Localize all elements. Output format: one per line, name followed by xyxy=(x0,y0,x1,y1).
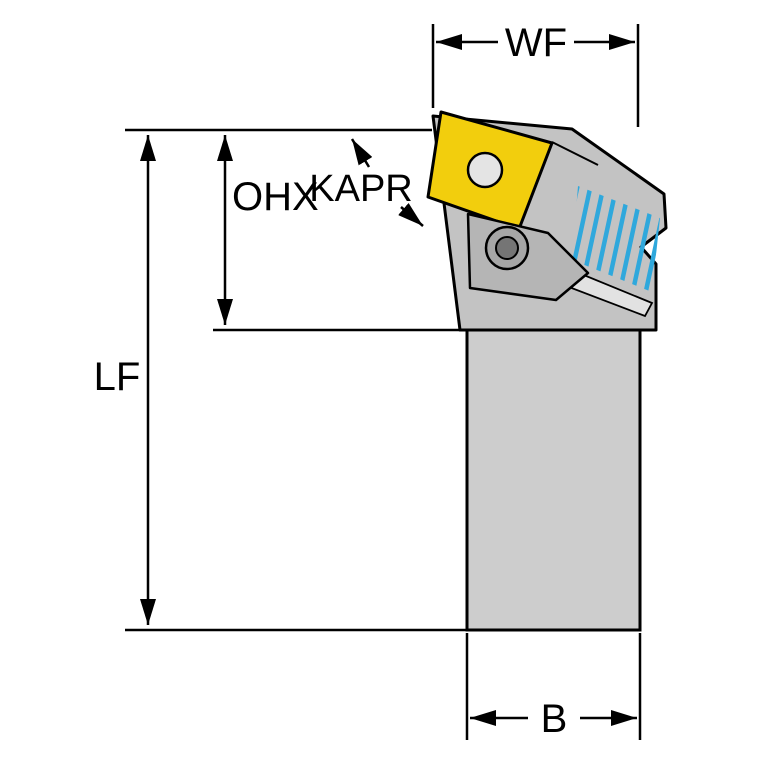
wf-label: WF xyxy=(505,21,567,65)
dimension-wf: WF xyxy=(431,21,640,127)
dimension-kapr: KAPR xyxy=(309,138,424,227)
shank xyxy=(465,328,642,632)
pocket-edge-line xyxy=(551,141,599,166)
kapr-arrow-lower xyxy=(398,202,424,227)
lf-label: LF xyxy=(94,355,141,399)
dimension-b: B xyxy=(465,633,642,741)
ohx-label: OHX xyxy=(232,175,319,219)
dimension-ohx: OHX xyxy=(217,135,319,325)
b-label: B xyxy=(541,697,568,741)
hatch-line xyxy=(572,186,597,292)
kapr-label: KAPR xyxy=(309,168,412,210)
clamp-screw-inner xyxy=(495,236,519,260)
hatch-line xyxy=(641,186,660,292)
insert-hole xyxy=(466,151,504,189)
kapr-arrow-upper xyxy=(350,138,373,168)
tool-holder xyxy=(426,110,668,632)
dimension-lf: LF xyxy=(94,135,156,625)
